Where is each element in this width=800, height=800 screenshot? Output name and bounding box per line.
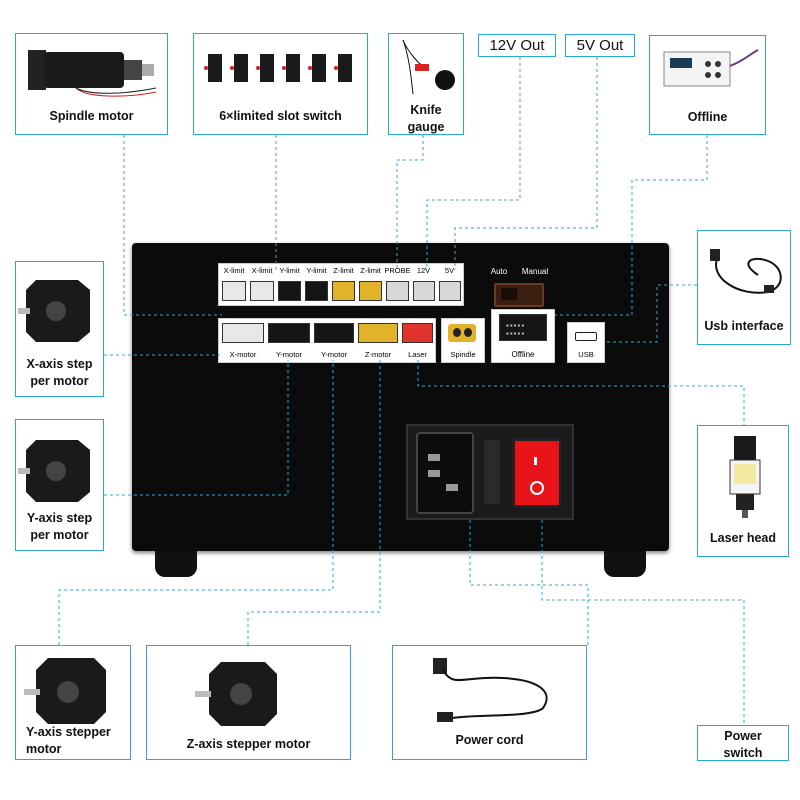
x-motor-connector bbox=[222, 323, 264, 343]
auto-label: Auto bbox=[490, 267, 508, 276]
knife-gauge-box: Knife gauge bbox=[388, 33, 464, 135]
power-switch-label: Power switch bbox=[723, 729, 763, 760]
limit-switches-icon bbox=[204, 54, 352, 82]
z-limit-connector bbox=[359, 281, 382, 301]
port-label: Y-limit bbox=[306, 266, 327, 275]
usb-port-panel bbox=[567, 322, 605, 363]
port-label: Y-motor bbox=[321, 350, 347, 359]
power-switch[interactable] bbox=[512, 438, 562, 508]
probe-connector bbox=[386, 281, 409, 301]
y-stepper-icon bbox=[18, 440, 90, 502]
usb-cable-icon bbox=[710, 249, 782, 294]
spindle-connector bbox=[448, 324, 476, 342]
spindle-motor-icon bbox=[28, 50, 157, 97]
usb-interface-box: Usb interface bbox=[697, 230, 791, 345]
offline-label: Offline bbox=[687, 110, 728, 124]
port-label: 5V bbox=[444, 266, 455, 275]
5v-connector bbox=[439, 281, 461, 301]
x-stepper-icon bbox=[18, 280, 90, 342]
knife-gauge-label: Knife gauge bbox=[407, 103, 445, 134]
port-label: X-limit bbox=[223, 266, 245, 275]
power-cord-label: Power cord bbox=[455, 733, 524, 747]
limit-switches-label: 6×limited slot switch bbox=[219, 109, 342, 123]
port-label: 12V bbox=[416, 266, 431, 275]
z-motor-connector bbox=[358, 323, 398, 343]
y-axis-step-label: Y-axis step per motor bbox=[26, 511, 93, 542]
power-socket bbox=[416, 432, 474, 514]
power-cord-icon bbox=[433, 658, 548, 722]
y-motor-connector bbox=[314, 323, 354, 343]
laser-head-label: Laser head bbox=[709, 531, 776, 545]
spindle-motor-label: Spindle motor bbox=[49, 109, 134, 123]
power-cord-box: Power cord bbox=[392, 645, 587, 760]
z-limit-connector bbox=[332, 281, 355, 301]
controller-foot-left bbox=[155, 551, 197, 577]
x-axis-step-box: X-axis step per motor bbox=[15, 261, 104, 397]
port-label: Z-limit bbox=[360, 266, 381, 275]
port-label: Offline bbox=[511, 350, 535, 359]
port-label: Z-limit bbox=[333, 266, 354, 275]
manual-label: Manual bbox=[521, 267, 549, 276]
laser-connector bbox=[402, 323, 433, 343]
port-label: PROBE bbox=[384, 266, 411, 275]
port-label: Laser bbox=[408, 350, 427, 359]
usb-interface-label: Usb interface bbox=[704, 319, 784, 333]
x-axis-step-label: X-axis step per motor bbox=[26, 357, 93, 388]
spindle-motor-box: Spindle motor bbox=[15, 33, 168, 135]
y-limit-connector bbox=[305, 281, 328, 301]
port-label: Y-limit bbox=[279, 266, 300, 275]
limit-switches-box: 6×limited slot switch bbox=[193, 33, 368, 135]
y-motor-connector bbox=[268, 323, 310, 343]
offline-connector: ▪▪▪▪▪ ▪▪▪▪▪ bbox=[499, 314, 547, 341]
offline-controller-icon bbox=[663, 49, 759, 87]
y-stepper-motor-icon bbox=[24, 658, 106, 724]
laser-head-box: Laser head bbox=[697, 425, 789, 557]
y-axis-stepper-box: Y-axis stepper motor bbox=[15, 645, 131, 760]
x-limit-connector bbox=[250, 281, 274, 301]
offline-box: Offline bbox=[649, 35, 766, 135]
port-label: USB bbox=[578, 350, 594, 359]
12v-connector bbox=[413, 281, 435, 301]
port-label: Spindle bbox=[450, 350, 476, 359]
5v-out-box: 5V Out bbox=[565, 34, 635, 57]
12v-out-label: 12V Out bbox=[489, 37, 545, 54]
power-switch-box: Power switch bbox=[697, 725, 789, 761]
port-label: Y-motor bbox=[276, 350, 302, 359]
x-limit-connector bbox=[222, 281, 246, 301]
fuse-holder bbox=[484, 440, 500, 504]
usb-port bbox=[575, 332, 597, 341]
z-axis-stepper-label: Z-axis stepper motor bbox=[186, 737, 311, 751]
12v-out-box: 12V Out bbox=[478, 34, 556, 57]
y-axis-step-box: Y-axis step per motor bbox=[15, 419, 104, 551]
port-label: X-limit bbox=[251, 266, 273, 275]
knife-gauge-icon bbox=[402, 39, 455, 95]
y-limit-connector bbox=[278, 281, 301, 301]
port-label: Z-motor bbox=[364, 350, 392, 359]
port-label: X-motor bbox=[229, 350, 257, 359]
y-axis-stepper-label: Y-axis stepper motor bbox=[26, 725, 111, 756]
controller-foot-right bbox=[604, 551, 646, 577]
laser-head-icon bbox=[729, 436, 761, 518]
z-stepper-motor-icon bbox=[195, 662, 277, 726]
5v-out-label: 5V Out bbox=[576, 37, 624, 54]
z-axis-stepper-box: Z-axis stepper motor bbox=[146, 645, 351, 760]
auto-manual-switch[interactable] bbox=[494, 283, 544, 307]
